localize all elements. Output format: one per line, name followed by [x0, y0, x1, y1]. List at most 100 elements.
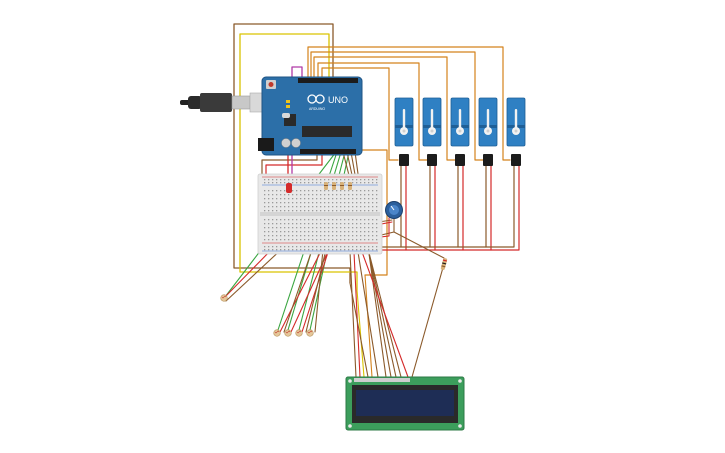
breadboard-hole: [296, 231, 298, 233]
breadboard-hole: [304, 198, 306, 200]
resistor-band-3: [442, 259, 448, 262]
resistor-band-2: [442, 262, 447, 265]
servo-motor[interactable]: [478, 97, 498, 166]
breadboard-hole: [304, 210, 306, 212]
breadboard-hole: [344, 190, 346, 192]
breadboard-hole: [308, 223, 310, 225]
breadboard-hole: [264, 235, 266, 237]
breadboard-hole: [288, 239, 290, 241]
breadboard-hole: [352, 239, 354, 241]
breadboard-hole: [288, 235, 290, 237]
breadboard-hole: [276, 190, 278, 192]
breadboard-hole: [304, 219, 306, 221]
breadboard-hole: [356, 198, 358, 200]
breadboard-hole: [348, 194, 350, 196]
breadboard-hole: [300, 182, 302, 184]
breadboard-hole: [268, 223, 270, 225]
breadboard-hole: [316, 198, 318, 200]
breadboard-hole: [284, 239, 286, 241]
wire-yellow-outer-loop: [239, 33, 358, 291]
servo-motor[interactable]: [506, 97, 526, 166]
photoresistor-head: [220, 294, 228, 302]
breadboard-hole: [336, 231, 338, 233]
breadboard-hole: [376, 179, 378, 181]
breadboard-hole: [332, 194, 334, 196]
breadboard-holes: [264, 179, 378, 251]
breadboard-hole: [344, 194, 346, 196]
breadboard-hole: [264, 206, 266, 208]
breadboard-hole: [296, 227, 298, 229]
breadboard-hole: [344, 227, 346, 229]
breadboard-hole: [312, 239, 314, 241]
breadboard-hole: [268, 182, 270, 184]
lcd-display[interactable]: [345, 376, 465, 431]
breadboard-hole: [328, 202, 330, 204]
breadboard-hole: [288, 179, 290, 181]
breadboard-hole: [320, 190, 322, 192]
breadboard-hole: [328, 190, 330, 192]
breadboard[interactable]: [257, 173, 383, 255]
servo-motor[interactable]: [450, 97, 470, 166]
breadboard-hole: [356, 246, 358, 248]
breadboard-hole: [288, 182, 290, 184]
breadboard-hole: [372, 231, 374, 233]
breadboard-hole: [320, 249, 322, 251]
breadboard-hole: [288, 223, 290, 225]
breadboard-hole: [296, 249, 298, 251]
breadboard-hole: [340, 219, 342, 221]
breadboard-hole: [304, 202, 306, 204]
breadboard-hole: [344, 179, 346, 181]
breadboard-hole: [312, 194, 314, 196]
breadboard-hole: [376, 249, 378, 251]
breadboard-hole: [320, 179, 322, 181]
breadboard-hole: [276, 194, 278, 196]
servo-motor[interactable]: [394, 97, 414, 166]
breadboard-hole: [332, 219, 334, 221]
lcd-mount-hole-bl: [348, 424, 352, 428]
breadboard-hole: [344, 231, 346, 233]
arduino-uno-board[interactable]: UNO ARDUINO: [258, 76, 363, 156]
breadboard-hole: [376, 235, 378, 237]
breadboard-hole: [280, 206, 282, 208]
breadboard-hole: [304, 231, 306, 233]
breadboard-hole: [320, 198, 322, 200]
breadboard-hole: [264, 182, 266, 184]
breadboard-hole: [316, 206, 318, 208]
breadboard-hole: [360, 198, 362, 200]
breadboard-hole: [280, 190, 282, 192]
servo-motor[interactable]: [422, 97, 442, 166]
breadboard-hole: [336, 210, 338, 212]
breadboard-hole: [360, 227, 362, 229]
usb-cable-icon: [180, 92, 277, 113]
breadboard-hole: [348, 235, 350, 237]
breadboard-hole: [316, 246, 318, 248]
breadboard-hole: [276, 223, 278, 225]
breadboard-hole: [324, 202, 326, 204]
breadboard-hole: [356, 202, 358, 204]
wire-servo5-power: [490, 165, 520, 251]
breadboard-hole: [264, 210, 266, 212]
potentiometer-knob-icon[interactable]: [385, 201, 403, 219]
breadboard-hole: [324, 219, 326, 221]
breadboard-hole: [324, 223, 326, 225]
servo-horn: [458, 109, 462, 133]
breadboard-hole: [324, 198, 326, 200]
arduino-capacitor-2: [291, 138, 301, 148]
breadboard-hole: [312, 206, 314, 208]
breadboard-hole: [300, 239, 302, 241]
breadboard-hole: [264, 249, 266, 251]
breadboard-hole: [272, 249, 274, 251]
breadboard-hole: [340, 202, 342, 204]
breadboard-hole: [364, 246, 366, 248]
breadboard-hole: [264, 227, 266, 229]
wire-lcd-11: [361, 251, 409, 378]
breadboard-hole: [312, 190, 314, 192]
breadboard-hole: [328, 235, 330, 237]
breadboard-hole: [376, 202, 378, 204]
arduino-logo-icon: [307, 94, 325, 104]
breadboard-hole: [296, 223, 298, 225]
servo-connector: [511, 154, 521, 166]
breadboard-hole: [376, 194, 378, 196]
breadboard-hole: [372, 246, 374, 248]
breadboard-hole: [360, 210, 362, 212]
